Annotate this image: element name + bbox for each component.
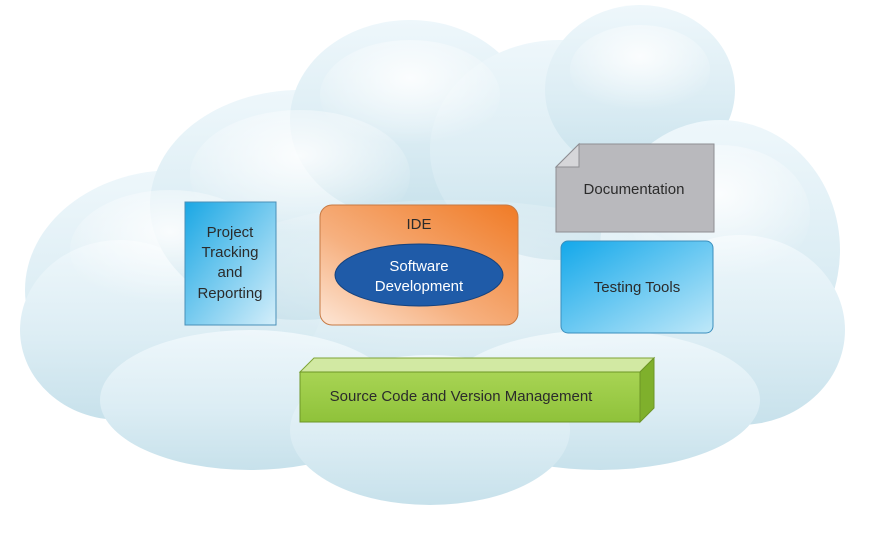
project-tracking-line-4: Reporting — [197, 285, 262, 302]
ide-label: IDE — [406, 216, 431, 233]
documentation-label: Documentation — [584, 181, 685, 198]
documentation-box: Documentation — [554, 142, 715, 233]
testing-tools-label: Testing Tools — [594, 279, 680, 296]
source-code-block: Source Code and Version Management — [298, 356, 656, 424]
project-tracking-line-3: and — [217, 264, 242, 281]
software-development-line-2: Development — [375, 278, 464, 295]
testing-tools-box: Testing Tools — [560, 240, 714, 334]
project-tracking-line-2: Tracking — [202, 244, 259, 261]
software-development-ellipse: Software Development — [334, 243, 504, 307]
project-tracking-line-1: Project — [207, 224, 255, 241]
project-tracking-box: Project Tracking and Reporting — [184, 201, 277, 326]
source-code-label: Source Code and Version Management — [330, 388, 594, 405]
software-development-line-1: Software — [389, 258, 448, 275]
